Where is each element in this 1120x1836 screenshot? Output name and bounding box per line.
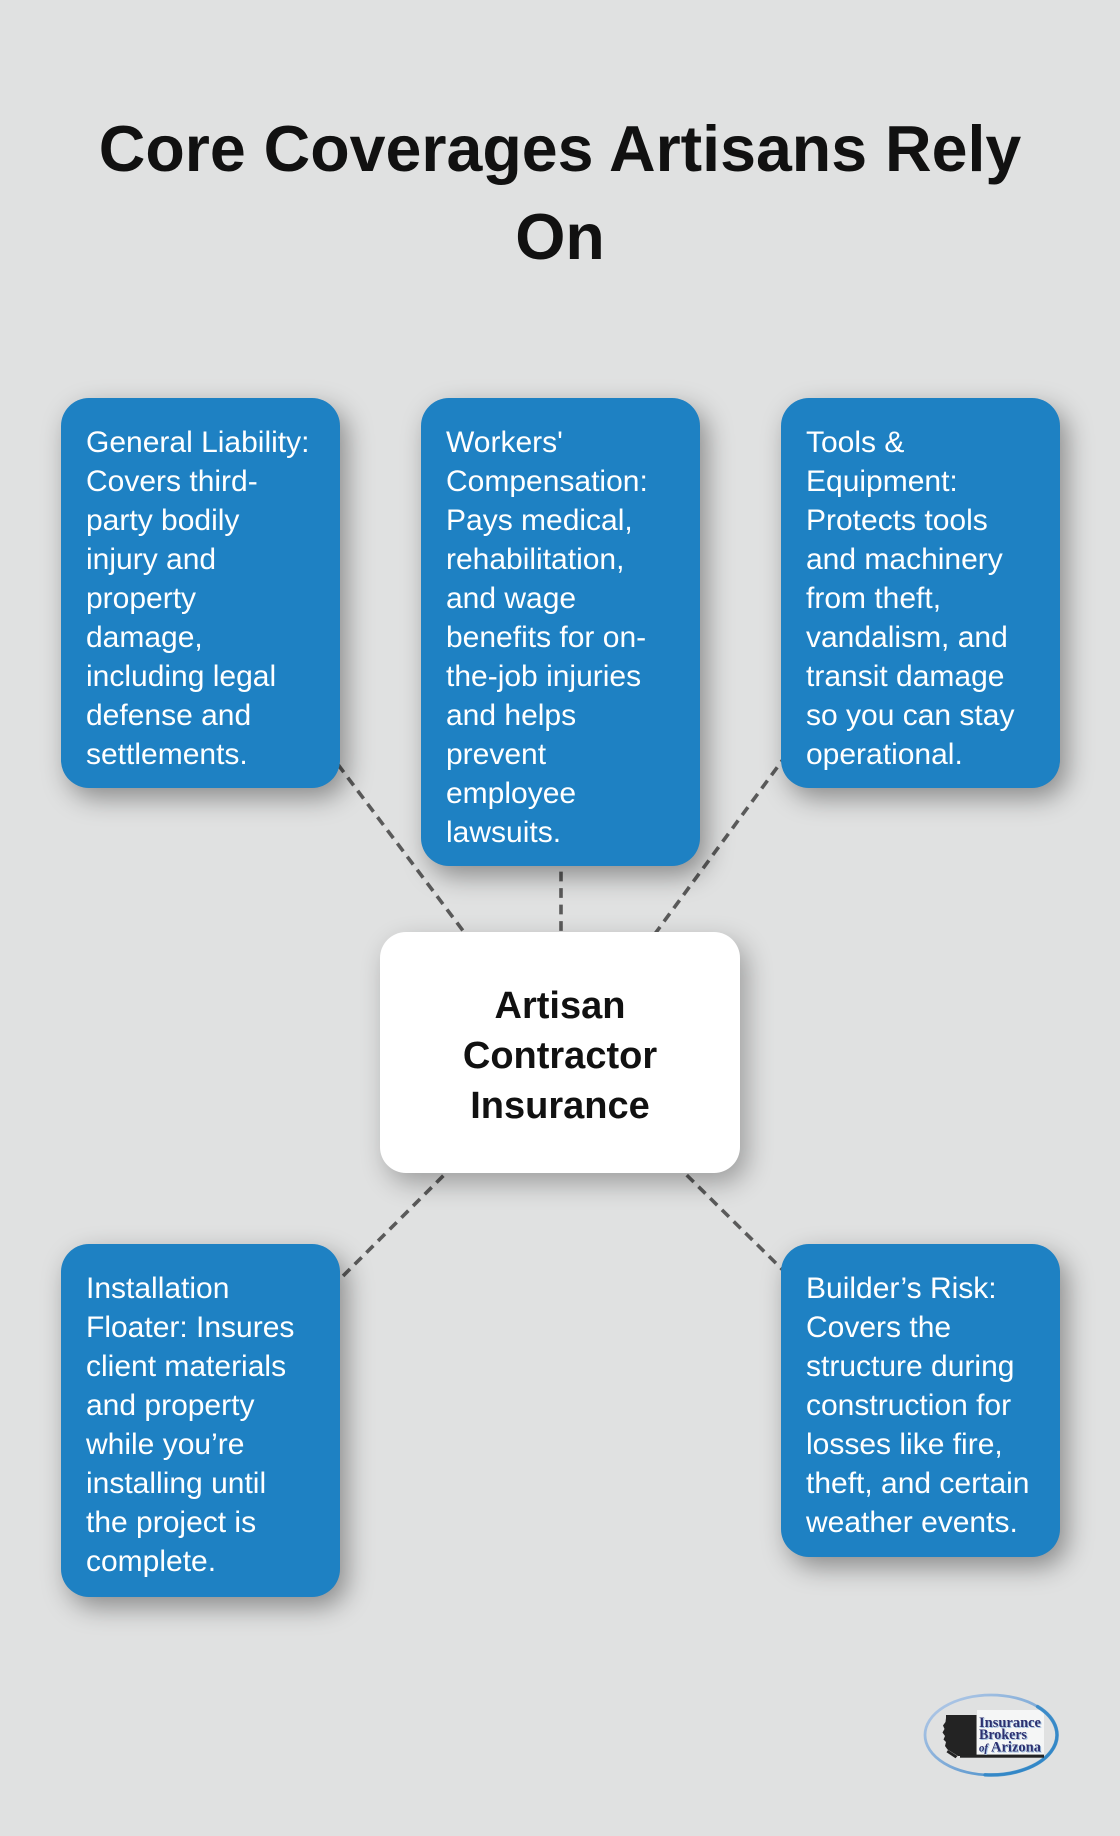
svg-text:Brokers: Brokers [980,1728,1028,1744]
svg-text:Arizona: Arizona [991,1740,1041,1756]
svg-text:Insurance: Insurance [980,1716,1042,1732]
svg-text:of: of [979,1741,989,1755]
svg-text:Insurance: Insurance [979,1715,1041,1731]
svg-text:of: of [980,1741,990,1755]
svg-text:Arizona: Arizona [992,1740,1042,1756]
svg-text:Brokers: Brokers [979,1727,1027,1743]
